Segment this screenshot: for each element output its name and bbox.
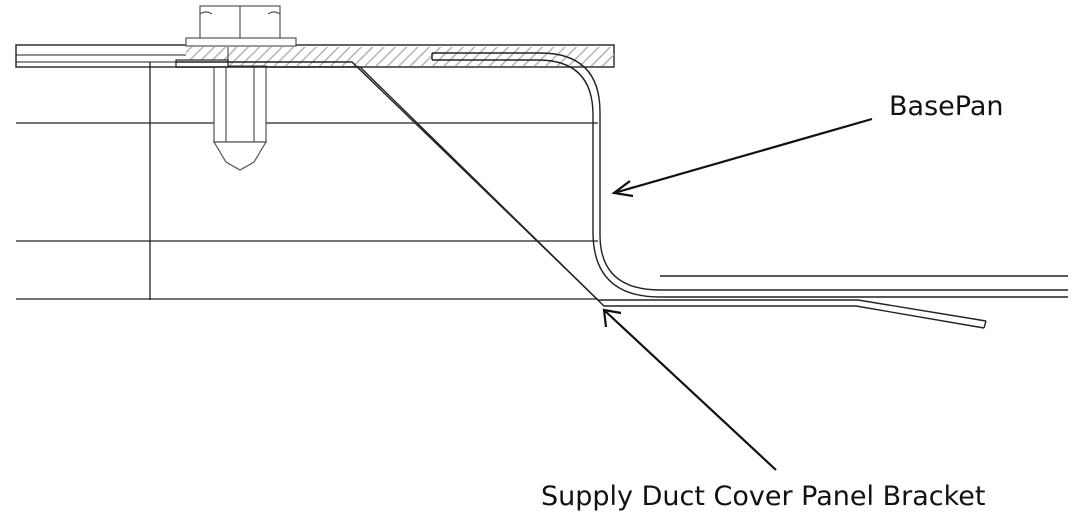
bracket-clip	[175, 59, 229, 68]
frame-structure	[16, 62, 598, 300]
leader-arrow-bracket	[602, 308, 777, 471]
bracket-label: Supply Duct Cover Panel Bracket	[541, 481, 986, 512]
basepan-sheet	[431, 52, 1068, 298]
leader-arrow-basepan	[611, 117, 873, 198]
basepan-label: BasePan	[889, 91, 1004, 122]
bolt	[185, 5, 297, 171]
top-plate	[15, 44, 615, 68]
supply-duct-bracket	[176, 61, 987, 329]
